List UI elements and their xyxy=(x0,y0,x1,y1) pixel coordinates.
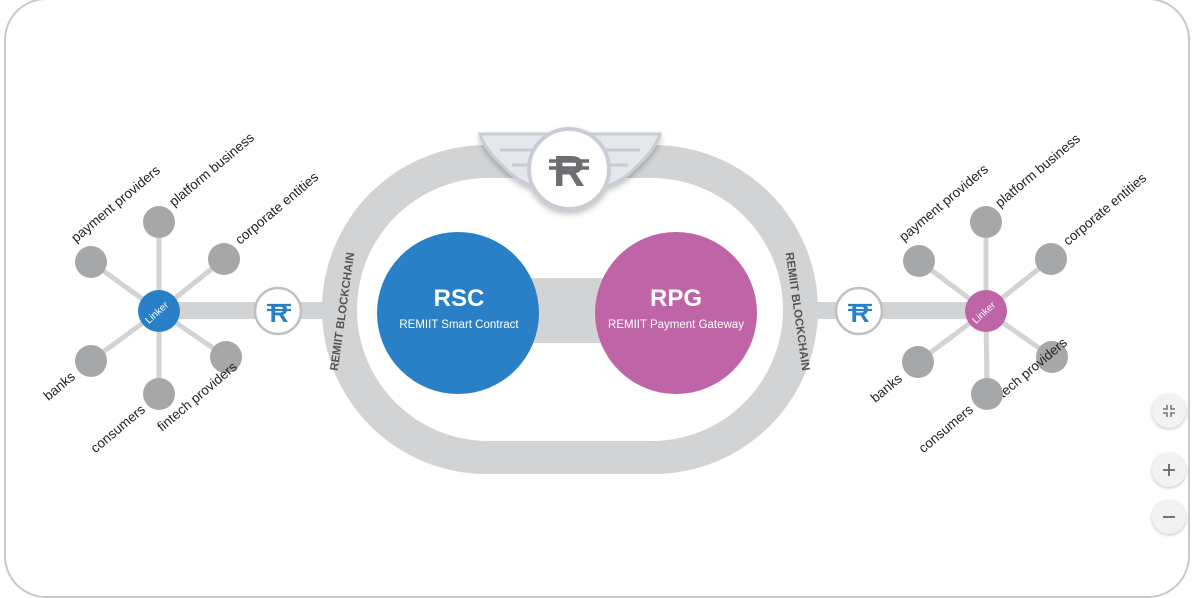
stakeholder-node[interactable]: platform business xyxy=(970,131,1083,238)
stakeholder-label: corporate entities xyxy=(232,169,321,247)
stakeholder-node[interactable]: banks xyxy=(868,346,934,405)
plus-icon xyxy=(1163,464,1175,476)
rsc-node[interactable]: RSC REMIIT Smart Contract xyxy=(377,232,539,394)
right-remiit-coin[interactable]: R xyxy=(834,286,884,336)
stakeholder-label: platform business xyxy=(166,130,257,210)
zoom-out-button[interactable] xyxy=(1152,500,1186,534)
minus-icon xyxy=(1163,516,1175,518)
svg-text:R: R xyxy=(553,147,585,196)
remiit-logo-glyph-icon: R xyxy=(549,147,589,196)
rpg-title: RPG xyxy=(650,285,702,312)
stakeholder-node[interactable]: banks xyxy=(41,345,107,403)
fit-screen-icon xyxy=(1163,405,1175,417)
rpg-subtitle: REMIIT Payment Gateway xyxy=(608,319,744,331)
stakeholder-label: platform business xyxy=(992,131,1083,211)
linker-badge[interactable]: Linker xyxy=(965,290,1007,332)
rsc-title: RSC xyxy=(434,285,485,312)
fit-screen-button[interactable] xyxy=(1152,394,1186,428)
stakeholder-label: consumers xyxy=(916,402,976,456)
rsc-subtitle: REMIIT Smart Contract xyxy=(399,319,519,331)
stakeholder-node[interactable]: consumers xyxy=(916,378,1003,456)
remiit-wing-logo xyxy=(477,127,663,211)
rpg-node[interactable]: RPG REMIIT Payment Gateway xyxy=(595,232,757,394)
stakeholder-label: banks xyxy=(41,369,78,404)
linker-badge[interactable]: Linker xyxy=(138,290,180,332)
right-connector-bar xyxy=(805,302,975,319)
stakeholder-label: banks xyxy=(868,371,905,406)
stakeholder-label: consumers xyxy=(88,402,148,456)
stakeholder-node[interactable]: corporate entities xyxy=(1035,170,1149,275)
stakeholder-label: corporate entities xyxy=(1060,170,1149,248)
coin-glyph-icon: R xyxy=(851,298,870,328)
zoom-in-button[interactable] xyxy=(1152,453,1186,487)
stakeholder-node[interactable]: corporate entities xyxy=(208,169,321,275)
stakeholder-node[interactable]: platform business xyxy=(143,130,257,238)
remiit-diagram[interactable]: REMIIT BLOCKCHAIN REMIIT BLOCKCHAIN RSC … xyxy=(0,0,1195,565)
coin-glyph-icon: R xyxy=(270,298,289,328)
left-remiit-coin[interactable]: R xyxy=(253,286,303,336)
